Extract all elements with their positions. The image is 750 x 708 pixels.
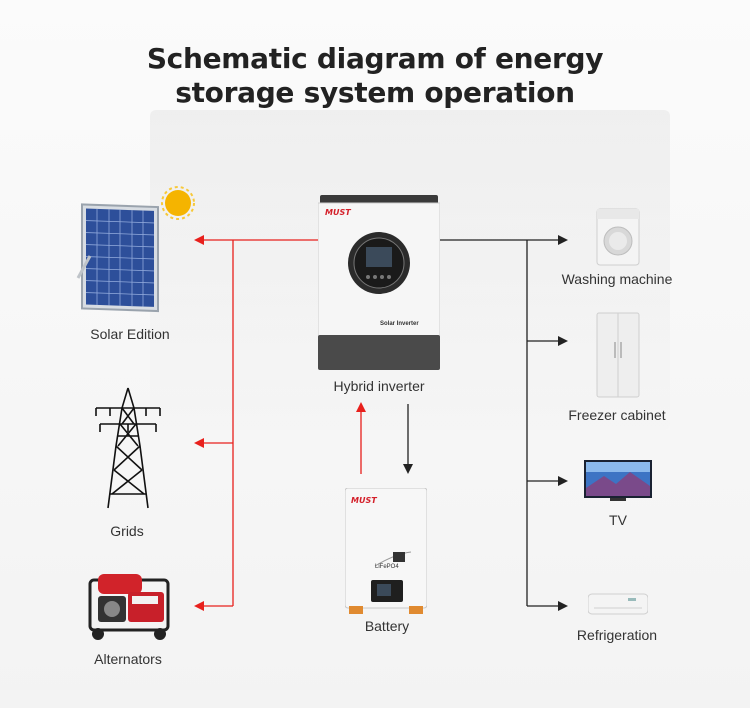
source-label-grids: Grids	[110, 523, 144, 539]
load-flow-lines	[403, 235, 568, 611]
air-conditioner-icon	[587, 592, 649, 621]
title-line-1: Schematic diagram of energy	[146, 42, 604, 75]
power-tower-icon	[92, 386, 164, 517]
generator-icon	[84, 566, 174, 647]
battery-label: Battery	[364, 618, 410, 634]
washing-machine-icon	[596, 208, 640, 271]
battery-brand-logo: MUST	[351, 496, 377, 505]
source-label-alternators: Alternators	[94, 651, 162, 667]
load-label-refrigeration: Refrigeration	[576, 627, 658, 643]
fridge-icon	[596, 312, 640, 403]
inverter-brand-logo: MUST	[325, 208, 351, 217]
inverter-panel-text: Solar Inverter	[380, 321, 419, 327]
solar-panel-icon	[70, 186, 200, 321]
load-label-washing-machine: Washing machine	[561, 271, 673, 287]
load-label-tv: TV	[609, 512, 627, 528]
source-flow-lines	[194, 235, 366, 611]
load-label-freezer: Freezer cabinet	[568, 407, 666, 423]
tv-icon	[584, 460, 652, 509]
source-label-solar: Solar Edition	[90, 326, 170, 342]
diagram-title: Schematic diagram of energy storage syst…	[0, 42, 750, 110]
battery-icon: MUST LiFePO4	[344, 487, 428, 614]
inverter-label: Hybrid inverter	[333, 378, 425, 394]
title-line-2: storage system operation	[175, 76, 575, 109]
battery-model-text: LiFePO4	[375, 564, 399, 570]
hybrid-inverter-icon: MUST Solar Inverter	[317, 195, 441, 370]
